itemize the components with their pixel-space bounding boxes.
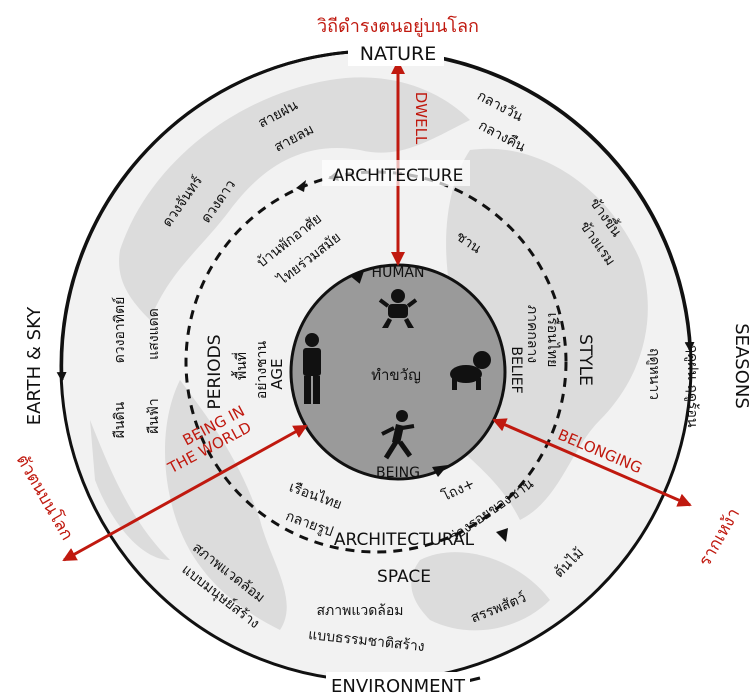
nature-thai-label: วิถีดำรงตนอยู่บนโลก xyxy=(317,15,479,37)
belief-label: BELIEF xyxy=(508,346,524,393)
term-phak-klang: ภาคกลาง xyxy=(524,305,540,363)
standing-person-icon xyxy=(303,333,321,404)
term-phuen-fa: ผืนฟ้า xyxy=(146,398,162,434)
architecture-label-bg xyxy=(322,160,470,186)
term-ruean-thai-right: เรือนไทย xyxy=(544,313,561,368)
nature-label-bg xyxy=(348,38,444,66)
running-person-icon xyxy=(381,410,415,460)
term-sapap-2a: สภาพแวดล้อม xyxy=(316,603,403,619)
environment-label-bg xyxy=(326,672,470,695)
outer-ring-arrow-left xyxy=(56,50,351,382)
baby-icon xyxy=(378,289,418,328)
term-phuen-din: ผืนดิน xyxy=(112,401,128,438)
seasons-label: SEASONS xyxy=(731,323,749,409)
being-label: BEING xyxy=(376,465,420,481)
term-phuen-thi: พื้นที่ xyxy=(231,352,250,380)
center-label: ทำขวัญ xyxy=(371,366,421,384)
crawling-baby-icon xyxy=(450,351,491,390)
term-yang-chan: อย่างชาน xyxy=(254,340,270,399)
term-ruedu: ฤดูฝน ฤดูร้อน xyxy=(684,345,700,428)
inner-arrow-head-bottom xyxy=(432,465,448,477)
term-nao: ฤดูหนาว xyxy=(646,348,662,400)
periods-label: PERIODS xyxy=(205,334,225,409)
self-on-earth-label: ตัวตนบนโลก xyxy=(12,451,78,544)
nature-label: NATURE xyxy=(360,43,436,65)
inner-arrow-head-top xyxy=(350,271,364,284)
being-in-world-axis xyxy=(62,424,308,562)
space-label: SPACE xyxy=(377,567,431,587)
architectural-label: ARCHITECTURAL xyxy=(334,530,475,550)
term-saeng-daet: แสงแดด xyxy=(146,308,162,360)
roots-label: รากเหง้า xyxy=(695,505,744,570)
term-duang-athit: ดวงอาทิตย์ xyxy=(111,297,128,364)
age-label: AGE xyxy=(268,358,286,389)
earth-sky-label: EARTH & SKY xyxy=(24,306,45,425)
belonging-axis xyxy=(492,418,692,507)
middle-arrow-head-top xyxy=(296,180,306,192)
human-label: HUMAN xyxy=(372,265,425,281)
architecture-label: ARCHITECTURE xyxy=(333,166,464,186)
environment-label: ENVIRONMENT xyxy=(331,676,466,695)
middle-dashed-ring xyxy=(184,170,568,554)
dwell-label: DWELL xyxy=(412,92,430,145)
middle-arrow-head-bottom xyxy=(496,528,508,542)
style-label: STYLE xyxy=(575,334,595,386)
outer-ring-arrow-right xyxy=(391,50,695,352)
